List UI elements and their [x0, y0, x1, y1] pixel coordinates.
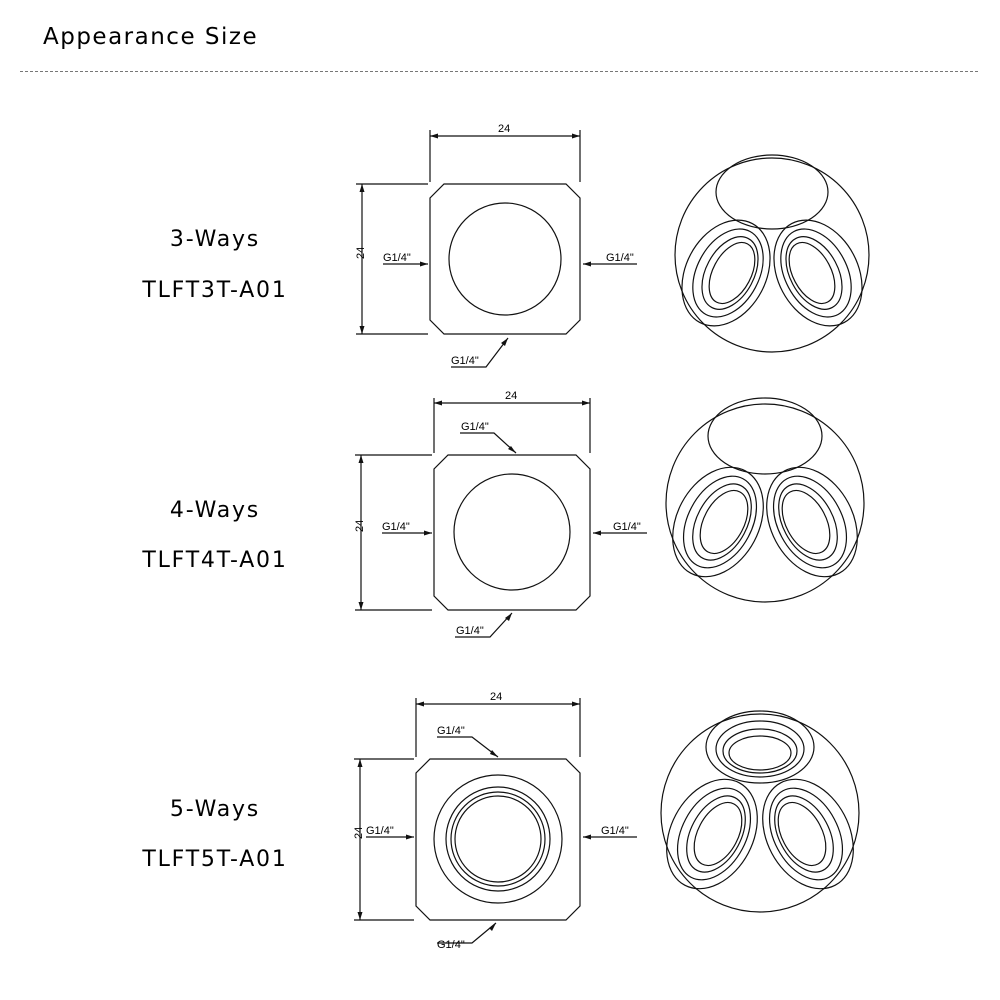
iso-top-cap — [705, 710, 815, 784]
height-dimension: 24 — [354, 520, 366, 532]
port-top-label: G1/4" — [437, 725, 465, 737]
front-port-circle — [448, 202, 562, 316]
port-top-label: G1/4" — [461, 421, 489, 433]
fitting-model-label: TLFT5T-A01 — [142, 847, 288, 872]
iso-top-cap — [715, 154, 829, 230]
front-port-circle — [433, 774, 563, 904]
fitting-model-label: TLFT4T-A01 — [142, 548, 288, 573]
page-title: Appearance Size — [43, 24, 259, 50]
width-dimension: 24 — [498, 123, 510, 135]
width-dimension: 24 — [505, 390, 517, 402]
fitting-model-label: TLFT3T-A01 — [142, 278, 288, 303]
fitting-type-label: 4-Ways — [169, 498, 261, 523]
front-port-circle — [453, 473, 571, 591]
iso-view-outline — [660, 713, 860, 913]
iso-view-outline — [674, 157, 870, 353]
technical-drawing: 24 24 G1/4" G1/4" G1/4" — [355, 123, 870, 368]
port-left-label: G1/4" — [383, 252, 411, 264]
fitting-type-label: 5-Ways — [169, 797, 261, 822]
technical-drawing: 24 24 G1/4" G1/4" G1/4" G1/4" — [353, 691, 860, 951]
iso-view-outline — [665, 403, 865, 603]
port-bottom-label: G1/4" — [437, 939, 465, 951]
technical-drawing: 24 24 G1/4" G1/4" G1/4" G1/4" — [354, 390, 865, 638]
port-right-label: G1/4" — [601, 825, 629, 837]
height-dimension: 24 — [355, 247, 367, 259]
title-divider — [20, 71, 978, 72]
port-right-label: G1/4" — [606, 252, 634, 264]
port-bottom-label: G1/4" — [456, 625, 484, 637]
width-dimension: 24 — [490, 691, 502, 703]
height-dimension: 24 — [353, 827, 365, 839]
front-view-body — [429, 183, 581, 335]
fitting-row-3-ways: 3-Ways TLFT3T-A01 — [0, 0, 1000, 370]
front-view-body — [415, 758, 581, 921]
front-view-body — [433, 454, 591, 611]
port-left-label: G1/4" — [366, 825, 394, 837]
port-left-label: G1/4" — [382, 521, 410, 533]
port-bottom-label: G1/4" — [451, 355, 479, 367]
iso-top-cap — [707, 397, 823, 475]
fitting-type-label: 3-Ways — [169, 227, 261, 252]
fitting-row-5-ways: 5-Ways TLFT5T-A01 — [0, 670, 1000, 1000]
port-right-label: G1/4" — [613, 521, 641, 533]
fitting-row-4-ways: 4-Ways TLFT4T-A01 — [0, 370, 1000, 670]
